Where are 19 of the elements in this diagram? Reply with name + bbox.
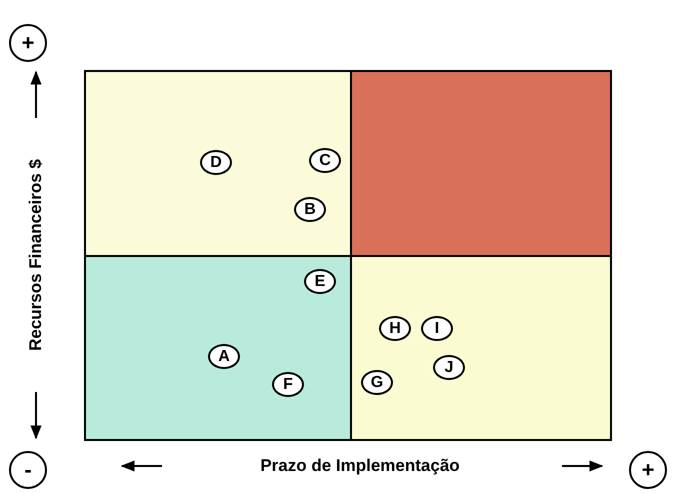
letter-marker: C — [309, 148, 341, 173]
letter-marker: I — [421, 316, 453, 341]
quadrant-panel — [84, 255, 352, 441]
sign-marker: + — [629, 451, 667, 489]
letter-marker: E — [304, 269, 336, 294]
axis-label: Recursos Financeiros $ — [26, 159, 46, 351]
letter-marker: H — [379, 316, 411, 341]
quadrant-panel — [350, 70, 612, 257]
quadrant-panel — [84, 70, 352, 257]
letter-marker: J — [433, 355, 465, 380]
letter-marker: D — [200, 150, 232, 175]
axis-label: Prazo de Implementação — [260, 456, 460, 476]
letter-marker: G — [361, 370, 393, 395]
letter-marker: A — [208, 344, 240, 369]
letter-marker: F — [272, 372, 304, 397]
sign-marker: + — [9, 24, 47, 62]
quadrant-panel — [350, 255, 612, 441]
sign-marker: - — [9, 451, 47, 489]
letter-marker: B — [294, 197, 326, 222]
